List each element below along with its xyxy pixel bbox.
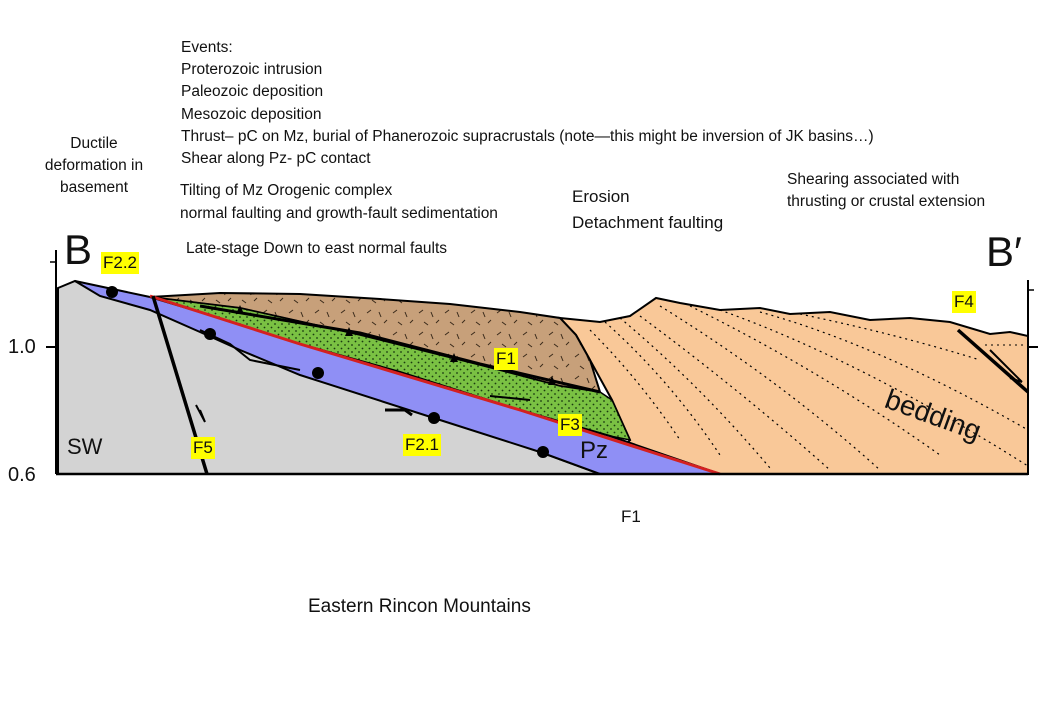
section-end-left: B [64, 226, 93, 273]
f4-fault [956, 328, 1030, 394]
fault-label-f2-1: F2.1 [403, 434, 442, 456]
bedding-dots [589, 305, 1029, 471]
thrust-fault [199, 304, 601, 394]
late-stage-note: Late-stage Down to east normal faults [186, 240, 448, 257]
ductile-note-line: Ductile [70, 135, 118, 152]
fault-label-f4: F4 [952, 291, 976, 313]
event-item: Proterozoic intrusion [181, 61, 323, 78]
fault-label-f3: F3 [558, 414, 582, 436]
fault-label-f2-2: F2.2 [101, 252, 140, 274]
red-fault [149, 294, 721, 476]
tilting-note-line: normal faulting and growth-fault sedimen… [180, 205, 498, 222]
fault-label-f1: F1 [494, 348, 518, 370]
fault-label-f5: F5 [191, 437, 215, 459]
event-item: Shear along Pz- pC contact [181, 150, 371, 167]
pz-label: Pz [580, 437, 609, 464]
sw-label: SW [67, 434, 103, 459]
figure-caption: Eastern Rincon Mountains [308, 596, 531, 617]
event-item: Thrust– pC on Mz, burial of Phanerozoic … [181, 128, 874, 145]
section-end-right: B′ [986, 228, 1022, 275]
shearing-note-line: Shearing associated with [787, 171, 960, 188]
shearing-note-line: thrusting or crustal extension [787, 193, 986, 210]
y-tick-label: 1.0 [8, 336, 36, 358]
erosion-note-line: Detachment faulting [572, 213, 724, 232]
event-item: Mesozoic deposition [181, 106, 322, 123]
events-heading: Events: [181, 39, 233, 56]
below-label-f1: F1 [621, 507, 641, 526]
ductile-note-line: deformation in [44, 157, 144, 174]
event-item: Paleozoic deposition [181, 83, 324, 100]
tilting-note-line: Tilting of Mz Orogenic complex [180, 182, 393, 199]
erosion-note-line: Erosion [572, 187, 630, 206]
ductile-note-line: basement [59, 179, 129, 196]
y-tick-label: 0.6 [8, 464, 36, 486]
